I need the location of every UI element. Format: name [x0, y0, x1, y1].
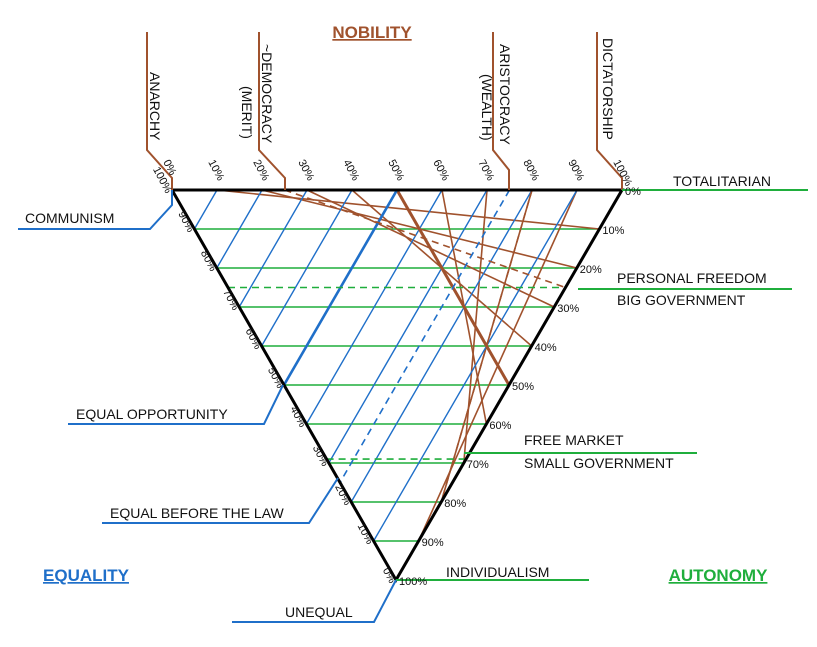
right-tick-label: 100%: [399, 576, 427, 588]
individualism-label: INDIVIDUALISM: [446, 564, 549, 580]
unequal-label: UNEQUAL: [285, 604, 353, 620]
wealth-label: (WEALTH): [479, 74, 495, 141]
dictatorship-label: DICTATORSHIP: [600, 38, 616, 140]
equal-before-law-label: EQUAL BEFORE THE LAW: [110, 505, 285, 521]
equality-grid-line: [350, 189, 533, 503]
right-tick-label: 40%: [535, 342, 557, 354]
right-tick-label: 20%: [580, 264, 602, 276]
big-government-label: BIG GOVERNMENT: [617, 292, 746, 308]
equality-grid-line: [372, 189, 578, 542]
merit-dashed-line: [284, 189, 566, 289]
autonomy-corner-label: AUTONOMY: [669, 566, 769, 585]
personal-freedom-label: PERSONAL FREEDOM: [617, 270, 767, 286]
right-tick-label: 10%: [602, 225, 624, 237]
aristocracy-label: ARISTOCRACY: [497, 44, 513, 146]
merit-label: (MERIT): [239, 86, 255, 139]
equal-opportunity-label: EQUAL OPPORTUNITY: [76, 406, 228, 422]
right-tick-label: 80%: [444, 498, 466, 510]
democracy-leader: [258, 32, 286, 190]
right-tick-label: 90%: [422, 537, 444, 549]
equal-opportunity-leader: [68, 384, 284, 425]
nobility-title: NOBILITY: [332, 23, 412, 42]
right-tick-label: 50%: [512, 381, 534, 393]
equality-grid-line: [238, 189, 308, 308]
equal-law-dashed-line: [339, 189, 511, 483]
wealth-dashed-line: [440, 189, 533, 503]
equality-corner-label: EQUALITY: [43, 566, 130, 585]
equality-grid-line: [216, 189, 263, 269]
right-tick-label: 70%: [467, 459, 489, 471]
unequal-leader: [232, 579, 397, 623]
totalitarian-label: TOTALITARIAN: [673, 173, 771, 189]
aristocracy-leader: [492, 32, 510, 190]
right-tick-label: 0%: [625, 186, 641, 198]
small-government-label: SMALL GOVERNMENT: [524, 455, 674, 471]
equal-before-law-leader: [102, 477, 339, 524]
anarchy-label: ANARCHY: [147, 72, 163, 141]
dictatorship-leader: [596, 32, 623, 190]
right-tick-label: 60%: [489, 420, 511, 432]
triangle-outline: [170, 188, 625, 584]
anarchy-leader: [146, 32, 173, 190]
equality-grid-line: [260, 189, 353, 347]
equality-grid-line: [328, 189, 488, 464]
right-tick-label: 30%: [557, 303, 579, 315]
free-market-label: FREE MARKET: [524, 432, 624, 448]
communism-label: COMMUNISM: [25, 210, 114, 226]
equality-grid-line: [193, 189, 218, 230]
communism-leader: [18, 190, 173, 230]
democracy-label: ~DEMOCRACY: [259, 44, 275, 144]
